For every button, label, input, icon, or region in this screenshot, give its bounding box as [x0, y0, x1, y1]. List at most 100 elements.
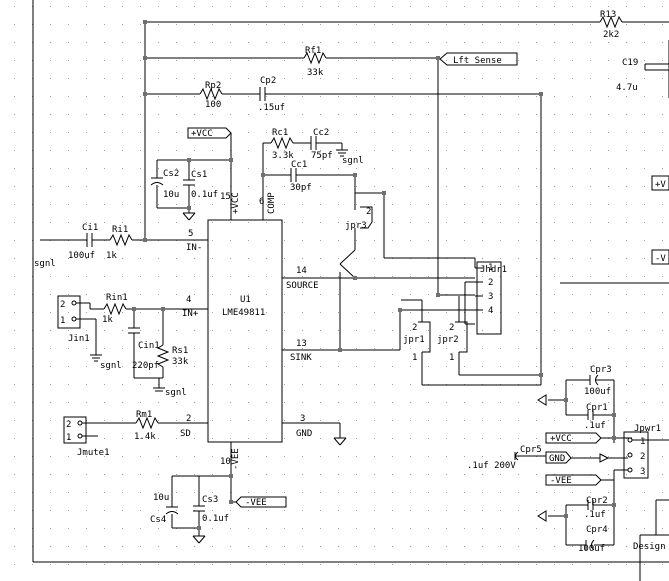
grid-dot	[104, 114, 105, 115]
grid-dot	[284, 114, 285, 115]
grid-dot	[86, 222, 87, 223]
grid-dot	[590, 330, 591, 331]
grid-dot	[536, 546, 537, 547]
grid-dot	[248, 258, 249, 259]
grid-dot	[410, 564, 411, 565]
grid-dot	[230, 240, 231, 241]
grid-dot	[428, 132, 429, 133]
grid-dot	[500, 240, 501, 241]
grid-dot	[518, 510, 519, 511]
inverting-input	[40, 233, 208, 247]
grid-dot	[284, 528, 285, 529]
grid-dot	[194, 6, 195, 7]
grid-dot	[338, 384, 339, 385]
grid-dot	[338, 114, 339, 115]
grid-dot	[356, 546, 357, 547]
grid-dot	[608, 186, 609, 187]
grid-dot	[482, 114, 483, 115]
grid-dot	[626, 402, 627, 403]
grid-dot	[212, 546, 213, 547]
grid-dot	[50, 132, 51, 133]
grid-dot	[662, 438, 663, 439]
grid-dot	[104, 402, 105, 403]
pin10-label: 10	[220, 457, 231, 467]
grid-dot	[158, 258, 159, 259]
grid-dot	[644, 312, 645, 313]
grid-dot	[554, 204, 555, 205]
grid-dot	[482, 420, 483, 421]
grid-dot	[194, 402, 195, 403]
grid-dot	[176, 42, 177, 43]
grid-dot	[464, 150, 465, 151]
grid-dot	[122, 42, 123, 43]
grid-dot	[248, 492, 249, 493]
grid-dot	[446, 222, 447, 223]
grid-dot	[158, 546, 159, 547]
cpr5-ref: Cpr5	[520, 445, 542, 455]
grid-dot	[266, 492, 267, 493]
grid-dot	[320, 78, 321, 79]
grid-dot	[392, 42, 393, 43]
grid-dot	[14, 150, 15, 151]
grid-dot	[14, 24, 15, 25]
grid-dot	[230, 384, 231, 385]
grid-dot	[284, 6, 285, 7]
page-frame	[32, 0, 669, 581]
grid-dot	[446, 564, 447, 565]
grid-dot	[50, 384, 51, 385]
grid-dot	[626, 150, 627, 151]
grid-dot	[302, 240, 303, 241]
grid-dot	[356, 492, 357, 493]
grid-dot	[212, 456, 213, 457]
grid-dot	[590, 510, 591, 511]
grid-dot	[446, 420, 447, 421]
grid-dot	[194, 258, 195, 259]
grid-dot	[374, 6, 375, 7]
grid-dot	[14, 438, 15, 439]
grid-dot	[68, 78, 69, 79]
grid-dot	[518, 564, 519, 565]
grid-dot	[428, 276, 429, 277]
grid-dot	[392, 294, 393, 295]
grid-dot	[518, 276, 519, 277]
grid-dot	[590, 348, 591, 349]
grid-dot	[230, 348, 231, 349]
grid-dot	[50, 348, 51, 349]
grid-dot	[626, 510, 627, 511]
grid-dot	[122, 150, 123, 151]
cpr1-ref: Cpr1	[586, 403, 608, 413]
grid-dot	[590, 132, 591, 133]
grid-dot	[158, 42, 159, 43]
grid-dot	[104, 60, 105, 61]
grid-dot	[176, 186, 177, 187]
grid-dot	[662, 348, 663, 349]
sgnl-in-label: sgnl	[34, 259, 56, 269]
grid-dot	[554, 78, 555, 79]
cpr2-value: .1uf	[584, 510, 606, 520]
grid-dot	[518, 258, 519, 259]
pin-gnd-label: GND	[296, 429, 312, 439]
grid-dot	[446, 42, 447, 43]
grid-dot	[608, 42, 609, 43]
grid-dot	[464, 132, 465, 133]
grid-dot	[356, 438, 357, 439]
grid-dot	[608, 258, 609, 259]
grid-dot	[554, 564, 555, 565]
grid-dot	[50, 510, 51, 511]
grid-dot	[392, 402, 393, 403]
grid-dot	[554, 114, 555, 115]
grid-dot	[176, 114, 177, 115]
grid-dot	[482, 96, 483, 97]
grid-dot	[518, 24, 519, 25]
grid-dot	[104, 42, 105, 43]
grid-dot	[554, 150, 555, 151]
cp2-value: .15uf	[258, 103, 285, 113]
grid-dot	[644, 348, 645, 349]
grid-dot	[320, 6, 321, 7]
grid-dot	[428, 60, 429, 61]
grid-dot	[482, 528, 483, 529]
grid-dot	[266, 60, 267, 61]
grid-dot	[518, 168, 519, 169]
grid-dot	[302, 384, 303, 385]
grid-dot	[194, 366, 195, 367]
